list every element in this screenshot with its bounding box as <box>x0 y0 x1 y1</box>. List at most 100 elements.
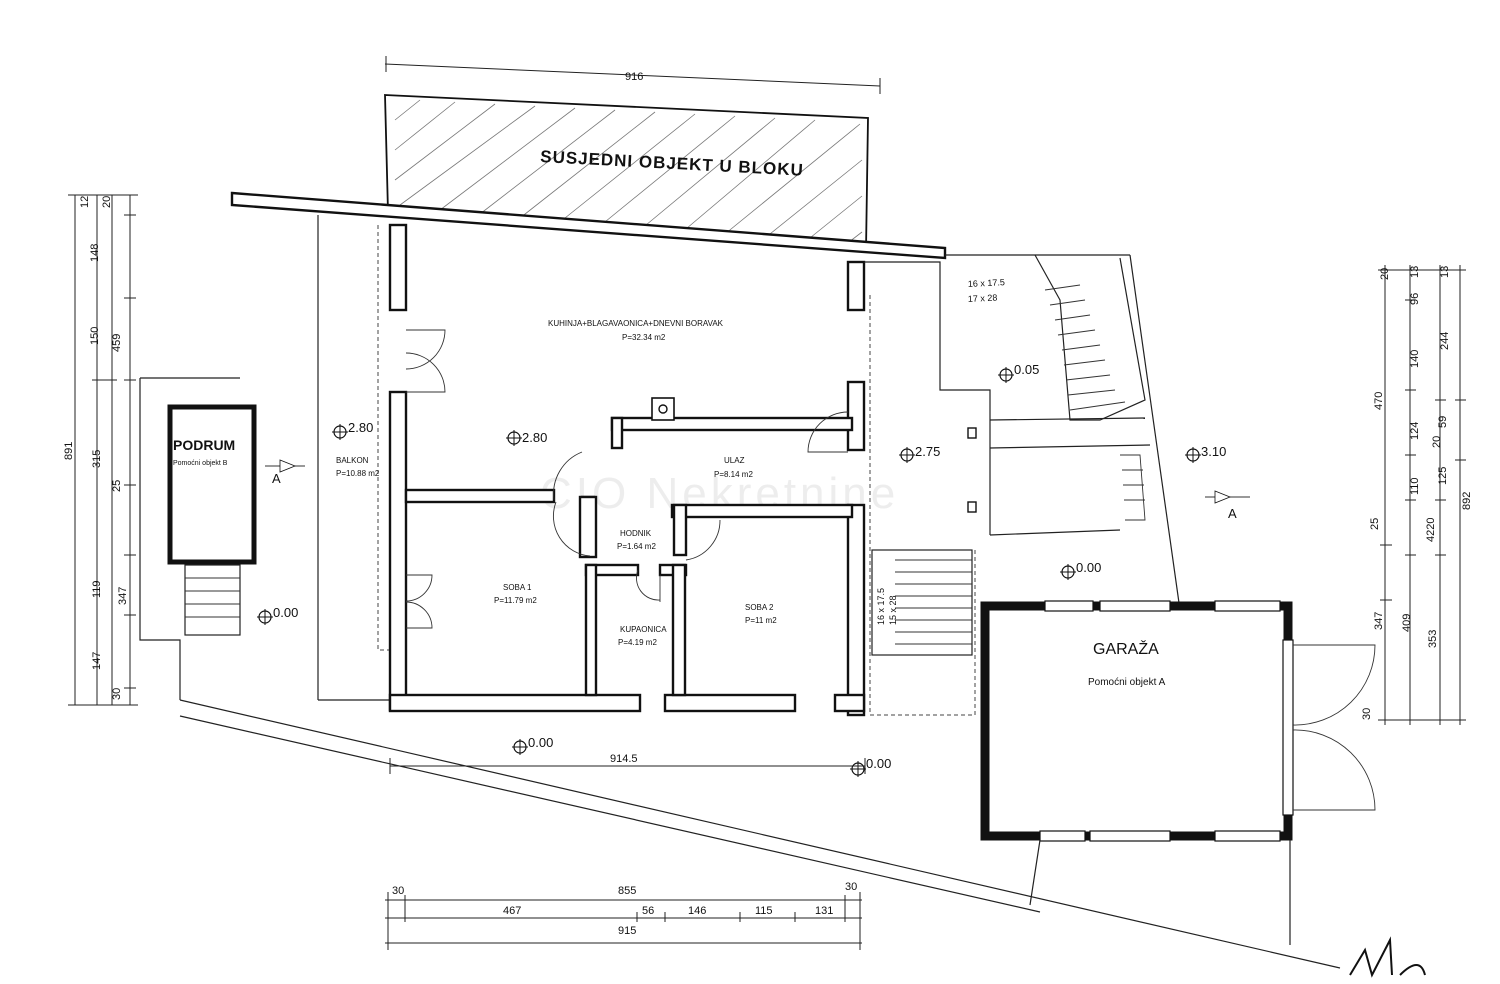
dim-30-left: 30 <box>392 885 404 897</box>
dim-119: 119 <box>91 580 103 598</box>
room2-area: P=11 m2 <box>745 616 777 625</box>
bathroom-area: P=4.19 m2 <box>618 638 657 647</box>
dim-124: 124 <box>1409 422 1421 440</box>
dim-25: 25 <box>111 480 123 492</box>
svg-text:0.00: 0.00 <box>528 735 553 750</box>
elevation-marker: 0.00 <box>512 735 553 755</box>
dim-13-a: 13 <box>1409 266 1421 278</box>
dim-bottom: 30 855 30 467 56 146 115 131 915 <box>385 881 862 950</box>
terrace-right <box>864 254 1181 716</box>
dim-470: 470 <box>1373 392 1385 410</box>
dim-13-b: 13 <box>1439 266 1451 278</box>
hallway-area: P=1.64 m2 <box>617 542 656 551</box>
dim-467: 467 <box>503 905 521 917</box>
dim-914-5: 914.5 <box>610 753 638 765</box>
elevation-marker: 0.05 <box>998 362 1039 383</box>
dim-916: 916 <box>625 71 643 83</box>
stair-lower: 16 x 17.5 15 x 28 <box>871 549 973 656</box>
garage-sub-label: Pomoćni objekt A <box>1088 677 1166 688</box>
dim-315: 315 <box>91 450 103 468</box>
dim-131: 131 <box>815 905 833 917</box>
signature-mark <box>1349 936 1426 978</box>
stair-upper: 16 x 17.5 17 x 28 <box>968 254 1146 521</box>
site-outline <box>139 215 1341 969</box>
elevation-marker: 3.10 <box>1185 444 1226 463</box>
hallway-label: HODNIK <box>620 529 652 538</box>
dim-140: 140 <box>1409 350 1421 368</box>
room-labels: KUHINJA+BLAGAVAONICA+DNEVNI BORAVAK P=32… <box>336 319 777 647</box>
elevation-marker: 0.00 <box>850 756 891 777</box>
stair-upper-label-2: 17 x 28 <box>968 292 998 304</box>
dim-347: 347 <box>117 587 129 605</box>
doors <box>405 329 849 629</box>
entrance-label: ULAZ <box>724 456 745 465</box>
dim-30-right-chain: 30 <box>1361 708 1373 720</box>
dim-96: 96 <box>1409 293 1421 305</box>
garage-building: GARAŽA Pomoćni objekt A <box>980 600 1376 945</box>
dim-891: 891 <box>63 442 75 460</box>
house-walls <box>388 223 866 717</box>
elevation-marker: 2.80 <box>506 430 547 446</box>
dim-147: 147 <box>91 652 103 670</box>
dim-409: 409 <box>1401 614 1413 632</box>
dim-4220: 4220 <box>1425 518 1437 542</box>
balcony-label: BALKON <box>336 456 369 465</box>
dim-855: 855 <box>618 885 636 897</box>
elevation-marker: 0.00 <box>257 605 298 625</box>
balcony-area: P=10.88 m2 <box>336 469 380 478</box>
svg-text:3.10: 3.10 <box>1201 444 1226 459</box>
dim-30-right: 30 <box>845 881 857 893</box>
dim-12: 12 <box>79 196 91 208</box>
dim-115: 115 <box>755 905 773 917</box>
svg-text:2.80: 2.80 <box>522 430 547 445</box>
kitchen-label: KUHINJA+BLAGAVAONICA+DNEVNI BORAVAK <box>548 319 724 328</box>
svg-text:0.00: 0.00 <box>1076 560 1101 575</box>
dim-right: 470 25 347 30 20 96 140 124 110 4220 409… <box>1361 265 1473 725</box>
elevation-marker: 2.75 <box>899 444 940 463</box>
section-a-left: A <box>272 471 281 486</box>
stair-lower-label-2: 15 x 28 <box>888 595 898 625</box>
dim-top: 916 <box>384 56 881 94</box>
basement-label: PODRUM <box>173 437 235 453</box>
stair-upper-label-1: 16 x 17.5 <box>968 277 1006 289</box>
dim-146: 146 <box>688 905 706 917</box>
dim-915: 915 <box>618 925 636 937</box>
chimney <box>651 397 675 421</box>
dim-59: 59 <box>1437 416 1449 428</box>
svg-text:0.00: 0.00 <box>273 605 298 620</box>
dim-25-right: 25 <box>1369 518 1381 530</box>
dim-148: 148 <box>89 244 101 262</box>
dim-244: 244 <box>1439 332 1451 350</box>
room1-label: SOBA 1 <box>503 583 532 592</box>
wall-top <box>230 191 947 260</box>
dim-30: 30 <box>111 688 123 700</box>
dim-347-right: 347 <box>1373 612 1385 630</box>
dim-110: 110 <box>1409 477 1421 495</box>
garage-label: GARAŽA <box>1093 639 1159 658</box>
dim-150: 150 <box>89 327 101 345</box>
elevation-markers: 2.80 2.80 2.75 0.05 3.10 0.00 0.00 0.00 … <box>257 362 1226 777</box>
svg-text:0.00: 0.00 <box>866 756 891 771</box>
dim-353: 353 <box>1427 630 1439 648</box>
elevation-marker: 0.00 <box>1060 560 1101 580</box>
dim-56: 56 <box>642 905 654 917</box>
section-a-right: A <box>1228 506 1237 521</box>
dim-20-b: 20 <box>1431 436 1443 448</box>
entrance-area: P=8.14 m2 <box>714 470 753 479</box>
elevation-marker: 2.80 <box>332 420 373 440</box>
svg-text:0.05: 0.05 <box>1014 362 1039 377</box>
room2-label: SOBA 2 <box>745 603 774 612</box>
dim-mid: 914.5 <box>389 753 866 774</box>
bathroom-label: KUPAONICA <box>620 625 667 634</box>
basement-sub-label: Pomoćni objekt B <box>173 460 228 467</box>
room1-area: P=11.79 m2 <box>494 596 537 605</box>
dim-left: 891 315 459 347 12 20 148 150 25 119 147… <box>63 194 138 706</box>
dim-20-right: 20 <box>1379 268 1391 280</box>
dim-20: 20 <box>101 196 113 208</box>
section-markers: A A <box>265 459 1250 521</box>
dim-892: 892 <box>1461 492 1473 510</box>
dim-459: 459 <box>111 334 123 352</box>
svg-text:2.75: 2.75 <box>915 444 940 459</box>
basement-building: PODRUM Pomoćni objekt B <box>167 404 257 636</box>
